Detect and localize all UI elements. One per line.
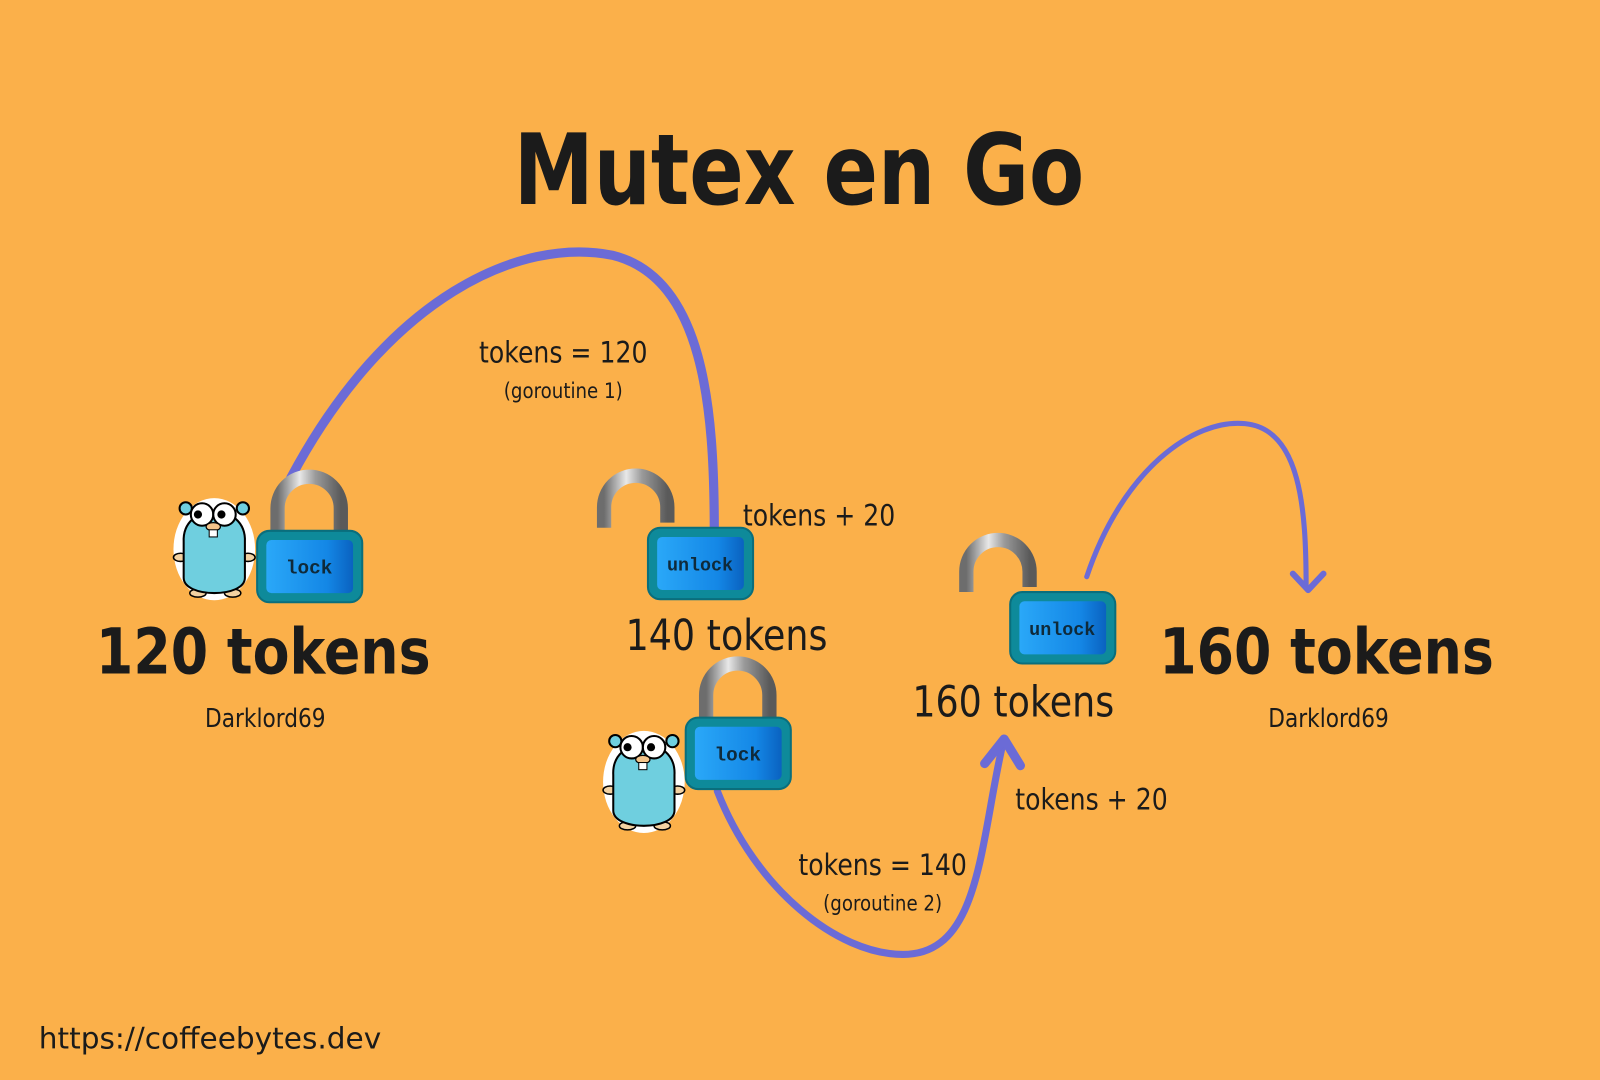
arrowhead-icon [980,734,1025,771]
lock-open-icon: unlock [959,532,1117,665]
unlock-label: unlock [667,556,733,577]
lock-open-icon: unlock [596,468,755,601]
unlock-label: unlock [1029,620,1095,641]
goroutine-1-name: (goroutine 1) [504,379,623,404]
initial-tokens: 120 tokens [96,614,431,688]
lock-closed-icon: lock [684,656,792,791]
final-tokens: 160 tokens [1159,614,1494,688]
arrowhead-icon [1289,570,1327,594]
goroutine-1-increment: tokens + 20 [743,500,895,533]
gopher-icon [602,729,686,834]
gopher-icon [172,497,257,602]
lock-label: lock [286,558,333,580]
goroutine-2-increment: tokens + 20 [1015,784,1167,817]
arrow-to-result [1084,420,1309,590]
goroutine-1-result: 140 tokens [626,611,828,661]
page-title: Mutex en Go [514,114,1084,228]
goroutine-2-name: (goroutine 2) [823,891,942,916]
footer-url[interactable]: https://coffeebytes.dev [39,1021,381,1055]
lock-closed-icon: lock [256,469,364,604]
goroutine-2-expr: tokens = 140 [798,849,966,882]
goroutine-1-expr: tokens = 120 [479,337,647,370]
goroutine-2-result: 160 tokens [912,678,1114,728]
lock-label: lock [715,744,762,766]
arrow-goroutine-2 [713,743,1006,959]
user-name-left: Darklord69 [205,703,326,733]
user-name-right: Darklord69 [1268,703,1389,733]
arrow-goroutine-1 [286,247,719,536]
